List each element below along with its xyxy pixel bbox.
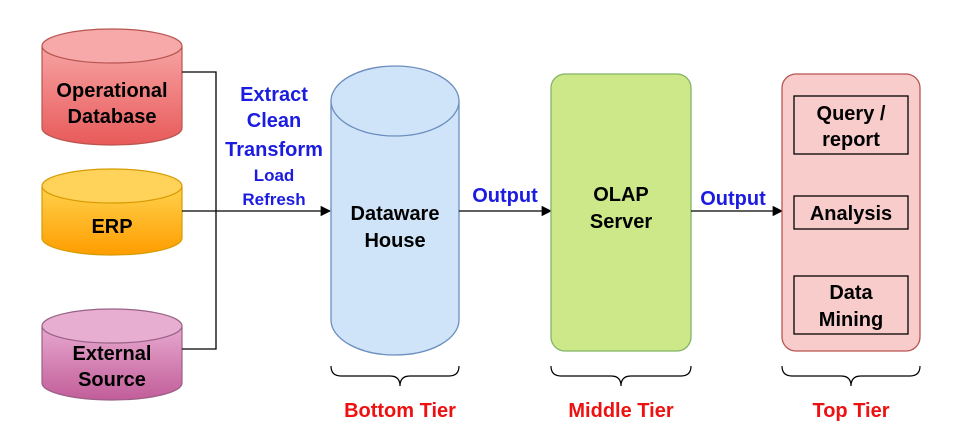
analysis-label: Analysis <box>810 203 892 225</box>
operational-label-line2: Database <box>68 106 157 128</box>
query-report-box <box>793 95 909 155</box>
etl-load: Load <box>254 166 295 185</box>
external-label-line2: Source <box>78 369 146 391</box>
output-label-2: Output <box>700 188 766 210</box>
output-label-1: Output <box>472 185 538 207</box>
mining-label-line1: Data <box>829 282 873 304</box>
query-label-line1: Query / <box>817 103 886 125</box>
etl-clean: Clean <box>247 110 301 132</box>
top-tier-brace <box>781 365 921 387</box>
query-label-line2: report <box>822 129 880 151</box>
etl-transform: Transform <box>225 139 323 161</box>
olap-label-line1: OLAP <box>593 184 649 206</box>
top-tier-label: Top Tier <box>812 400 889 422</box>
warehouse-label-line2: House <box>364 230 425 252</box>
erp-cylinder: ERP <box>41 168 183 256</box>
olap-server-box: OLAP Server <box>550 73 692 352</box>
olap-label-line2: Server <box>590 211 652 233</box>
middle-tier-brace <box>550 365 692 387</box>
etl-extract: Extract <box>240 84 308 106</box>
external-source-cylinder: External Source <box>41 308 183 401</box>
mining-label-line2: Mining <box>819 309 883 331</box>
tier-braces <box>330 365 921 387</box>
source-connectors <box>182 71 332 350</box>
erp-label: ERP <box>91 216 132 238</box>
middle-tier-label: Middle Tier <box>568 400 673 422</box>
operational-database-cylinder: Operational Database <box>41 28 183 146</box>
data-warehouse-cylinder: Dataware House <box>330 65 460 356</box>
data-mining-box <box>793 275 909 335</box>
etl-refresh: Refresh <box>242 190 305 209</box>
bottom-tier-brace <box>330 365 460 387</box>
external-label-line1: External <box>73 343 152 365</box>
etl-steps: Extract Clean Transform Load Refresh <box>225 84 323 209</box>
top-tier-box: Query / report Analysis Data Mining <box>781 73 921 352</box>
bottom-tier-label: Bottom Tier <box>344 400 456 422</box>
warehouse-label-line1: Dataware <box>351 203 440 225</box>
operational-label-line1: Operational <box>56 80 167 102</box>
analysis-box <box>793 195 909 230</box>
